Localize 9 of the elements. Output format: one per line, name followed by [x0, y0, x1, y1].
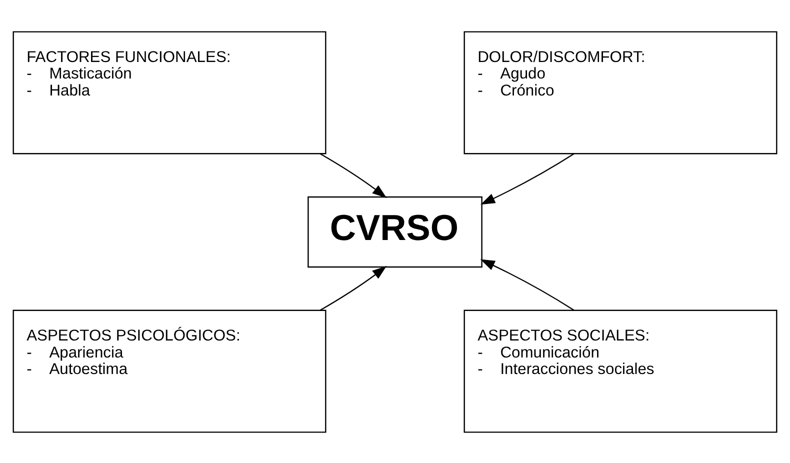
arrow: [480, 258, 574, 310]
node-box: DOLOR/DISCOMFORT: - Agudo - Crónico: [464, 30, 778, 154]
node-box: ASPECTOS SOCIALES: - Comunicación - Interacciones sociales: [464, 309, 778, 432]
node-box: ASPECTOS PSICOLÓGICOS: - Apariencia - Autoestima: [12, 309, 326, 432]
node-box: CVRSO: [308, 196, 482, 268]
arrow: [480, 152, 574, 204]
arrow: [320, 152, 387, 198]
node-box: FACTORES FUNCIONALES: - Masticación - Habla: [12, 30, 326, 154]
arrow: [320, 265, 387, 310]
